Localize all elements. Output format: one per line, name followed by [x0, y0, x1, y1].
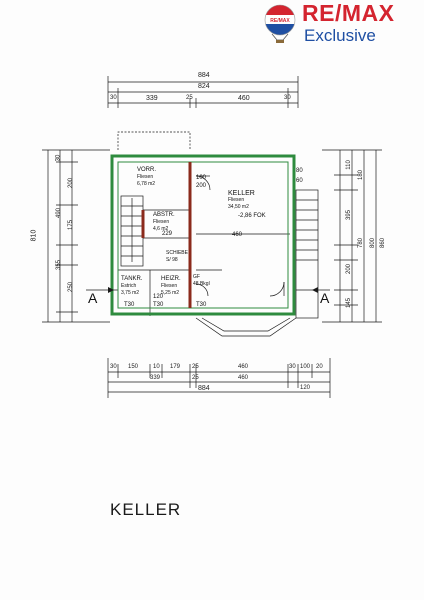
balloon-icon: RE/MAX: [264, 4, 296, 43]
room-vorr: VORR. Fliesen 6,78 m2: [137, 167, 156, 188]
level-mark: -2,86 FOK: [238, 213, 266, 219]
dim-right-seg: 145: [346, 297, 353, 309]
logo-brand-text: RE/MAX: [302, 0, 395, 26]
dim-bottom-seg: 10: [153, 364, 160, 370]
room-area: 6,78 m2: [137, 181, 156, 187]
dim-top-seg: 339: [146, 95, 158, 102]
room-floor: Fliesen: [161, 283, 178, 289]
dim-left-seg: 30: [55, 154, 62, 162]
dim-right-seg: 395: [346, 209, 353, 221]
room-area: 4,6 m2: [153, 226, 169, 232]
dim-top-seg: 30: [284, 95, 291, 101]
dim-bottom-extra: 120: [300, 385, 311, 391]
room-floor: Fliesen: [153, 219, 170, 225]
room-abstr: ABSTR. Fliesen 4,6 m2: [153, 212, 175, 233]
dim-bottom-sub: 25: [192, 375, 199, 381]
schiebe-size: S/ 98: [166, 257, 178, 263]
dim-right-seg: 110: [345, 160, 352, 170]
t30-label: T30: [153, 302, 164, 308]
dim-right-total: 780: [358, 237, 365, 249]
door-dim: 100: [196, 175, 207, 181]
dim-right-total: 800: [370, 237, 377, 249]
gf-label: GF: [193, 274, 200, 280]
wall-229: 229: [162, 231, 173, 237]
dim-left-seg: 175: [68, 219, 75, 231]
dim-top-inner: 824: [198, 83, 210, 90]
dim-right-total: 860: [380, 237, 387, 249]
window-dim: 60: [296, 178, 303, 184]
room-heizr: HEIZR. Fliesen 5,25 m2: [161, 276, 181, 297]
section-mark-left: A: [88, 290, 98, 306]
logo-subtitle: Exclusive: [304, 26, 376, 45]
window-dim: 80: [296, 168, 303, 174]
dim-bottom-seg: 25: [192, 364, 199, 370]
dim-bottom-seg: 20: [316, 364, 323, 370]
dim-right-seg: 180: [358, 169, 365, 181]
room-floor: Fliesen: [228, 197, 245, 203]
room-floor: Fliesen: [137, 174, 154, 180]
dim-bottom-seg: 100: [300, 364, 311, 370]
dim-left-seg: 250: [68, 281, 75, 293]
dim-bottom-seg: 30: [110, 364, 117, 370]
dim-left-seg: 200: [68, 177, 75, 189]
dim-top-total: 884: [198, 72, 210, 79]
dim-left-seg: 355: [56, 259, 63, 271]
door-dim: 120: [153, 294, 164, 300]
dim-left-sub: 490: [56, 207, 63, 219]
room-name: VORR.: [137, 167, 157, 173]
room-name: HEIZR.: [161, 276, 181, 282]
t30-label: T30: [196, 302, 207, 308]
dim-bottom-seg: 150: [128, 364, 139, 370]
dim-bottom-sub: 460: [238, 375, 249, 381]
room-name: ABSTR.: [153, 212, 175, 218]
dim-top-seg: 25: [186, 95, 193, 101]
schiebe-label: SCHIEBE: [166, 250, 188, 256]
room-area: 3,75 m2: [121, 290, 140, 296]
t30-label: T30: [124, 302, 135, 308]
room-keller: KELLER Fliesen 34,50 m2: [228, 190, 255, 211]
floor-title: KELLER: [110, 500, 182, 519]
dim-bottom-sub: 339: [150, 375, 161, 381]
room-name: KELLER: [228, 190, 255, 197]
room-tankr: TANKR. Estrich 3,75 m2: [121, 276, 143, 297]
room-name: TANKR.: [121, 276, 143, 282]
dim-bottom-seg: 179: [170, 364, 181, 370]
dim-bottom-seg: 460: [238, 364, 249, 370]
balloon-text: RE/MAX: [270, 18, 290, 24]
dim-left-total: 810: [30, 229, 38, 242]
dim-top-seg: 460: [238, 95, 250, 102]
room-area: 34,50 m2: [228, 204, 249, 210]
section-mark-right: A: [320, 290, 330, 306]
dim-bottom-seg: 30: [289, 364, 296, 370]
dim-bottom-total: 884: [198, 385, 210, 392]
door-dim: 200: [196, 183, 207, 189]
room-floor: Estrich: [121, 283, 137, 289]
gf-size: 48 Bkgl: [193, 281, 210, 287]
dim-top-seg: 30: [110, 95, 117, 101]
room-area: 5,25 m2: [161, 290, 180, 296]
dim-right-seg: 200: [346, 263, 353, 275]
remax-logo: RE/MAX RE/MAX Exclusive: [262, 1, 424, 49]
wall-460: 460: [232, 232, 243, 238]
